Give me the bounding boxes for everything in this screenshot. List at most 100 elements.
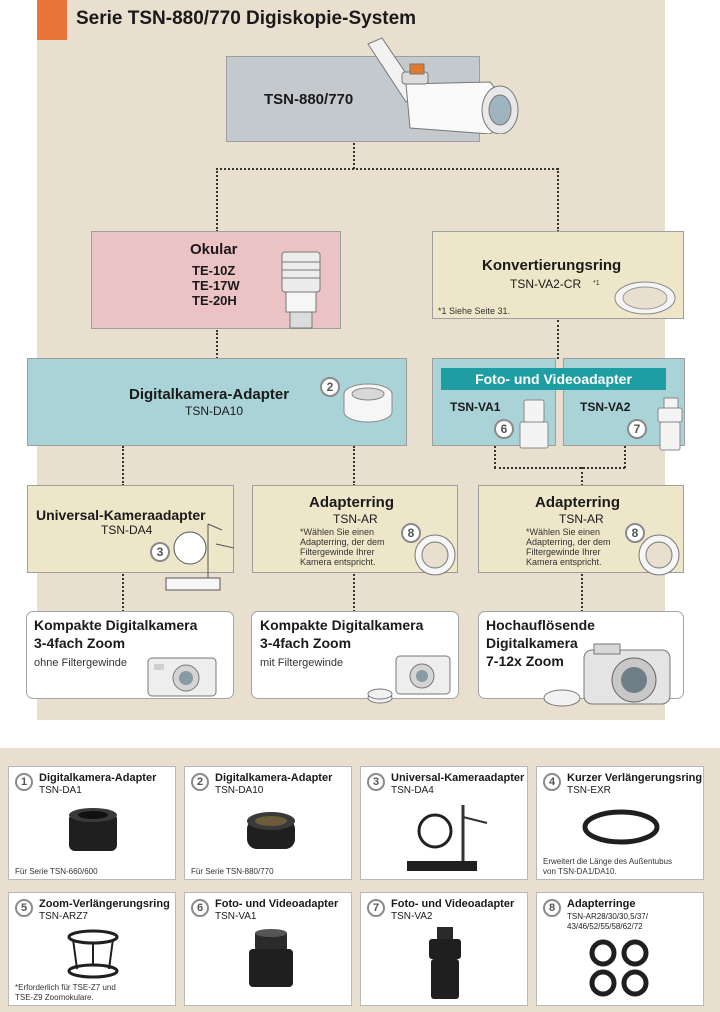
universal-title: Universal-Kameraadapter [36, 507, 206, 523]
conversion-code: TSN-VA2-CR [510, 277, 582, 291]
product-num: 4 [543, 773, 561, 791]
camera3-line3: 7-12x Zoom [486, 653, 564, 669]
product-card-4: 4 Kurzer Verlängerungsring TSN-EXR Erwei… [536, 766, 704, 880]
digital-adapter-code: TSN-DA10 [185, 404, 244, 418]
compact-camera-icon [147, 657, 217, 697]
ring-left-note-1: *Wählen Sie einen [300, 527, 375, 537]
conversion-superscript: *1 [593, 280, 600, 287]
conversion-ring-icon [614, 281, 676, 315]
badge-3: 3 [150, 542, 170, 562]
badge-8-left: 8 [401, 523, 421, 543]
product-note: Für Serie TSN-660/600 [15, 867, 98, 876]
adapter-da10-icon [247, 812, 295, 849]
camera2-sub: mit Filtergewinde [260, 657, 344, 669]
va1-adapter-icon [519, 399, 549, 449]
camera1-line2: 3-4fach Zoom [34, 635, 126, 651]
adapter-da1-icon [69, 808, 117, 851]
eyepiece-title: Okular [190, 241, 238, 258]
video-adapter-va2-icon [429, 927, 461, 999]
ring-right-code: TSN-AR [559, 512, 604, 526]
product-card-7: 7 Foto- und Videoadapter TSN-VA2 [360, 892, 528, 1006]
va2-label: TSN-VA2 [580, 400, 631, 414]
product-code: TSN-DA10 [215, 785, 264, 796]
digital-adapter-da10-icon [343, 383, 393, 423]
digital-adapter-title: Digitalkamera-Adapter [129, 386, 290, 403]
universal-code: TSN-DA4 [101, 523, 153, 537]
highres-camera-icon [543, 643, 671, 707]
product-card-8: 8 Adapterringe TSN-AR28/30/30,5/37/ 43/4… [536, 892, 704, 1006]
product-title: Digitalkamera-Adapter [39, 772, 157, 784]
eyepiece-model-3: TE-20H [192, 293, 237, 308]
product-title: Kurzer Verlängerungsring [567, 772, 703, 784]
product-num: 1 [15, 773, 33, 791]
ring-right-note-4: Kamera entspricht. [526, 557, 602, 567]
product-num: 2 [191, 773, 209, 791]
product-code: TSN-DA1 [39, 785, 82, 796]
product-card-1: 1 Digitalkamera-Adapter TSN-DA1 Für Seri… [8, 766, 176, 880]
product-code: TSN-DA4 [391, 785, 434, 796]
camera2-line2: 3-4fach Zoom [260, 635, 352, 651]
zoom-ring-icon [67, 929, 119, 979]
product-note-1: Erweitert die Länge des Außentubus [543, 857, 672, 866]
adapter-rings-icon [589, 939, 649, 997]
product-num: 8 [543, 899, 561, 917]
ring-left-note-4: Kamera entspricht. [300, 557, 376, 567]
video-adapter-header: Foto- und Videoadapter [441, 368, 666, 390]
product-code: TSN-ARZ7 [39, 911, 88, 922]
product-code: TSN-VA1 [215, 911, 257, 922]
product-card-3: 3 Universal-Kameraadapter TSN-DA4 [360, 766, 528, 880]
product-note-2: TSE-Z9 Zoomokulare. [15, 993, 94, 1002]
product-code: TSN-EXR [567, 785, 611, 796]
compact-camera-thread-icon [367, 655, 451, 704]
ring-left-note-2: Adapterring, der dem [300, 537, 385, 547]
title-accent [37, 0, 67, 40]
camera1-sub: ohne Filtergewinde [34, 657, 127, 669]
product-title: Universal-Kameraadapter [391, 772, 525, 784]
product-code-2: 43/46/52/55/58/62/72 [567, 922, 643, 931]
badge-7: 7 [627, 419, 647, 439]
badge-8-right: 8 [625, 523, 645, 543]
universal-adapter-icon [407, 805, 488, 871]
ring-right-note-2: Adapterring, der dem [526, 537, 611, 547]
scope-label: TSN-880/770 [264, 91, 354, 108]
badge-2: 2 [320, 377, 340, 397]
product-note: Für Serie TSN-880/770 [191, 867, 274, 876]
universal-adapter-icon [165, 523, 235, 591]
product-num: 6 [191, 899, 209, 917]
product-title: Digitalkamera-Adapter [215, 772, 333, 784]
extension-ring-icon [582, 809, 660, 845]
page-title: Serie TSN-880/770 Digiskopie-System [76, 8, 417, 29]
eyepiece-model-2: TE-17W [192, 278, 240, 293]
product-code: TSN-AR28/30/30,5/37/ [567, 912, 648, 921]
ring-left-title: Adapterring [309, 494, 395, 511]
camera2-line1: Kompakte Digitalkamera [260, 617, 424, 633]
va1-label: TSN-VA1 [450, 400, 501, 414]
ring-right-note-1: *Wählen Sie einen [526, 527, 601, 537]
ring-right-note-3: Filtergewinde Ihrer [526, 547, 601, 557]
camera3-line2: Digitalkamera [486, 635, 578, 651]
ring-left-code: TSN-AR [333, 512, 378, 526]
ring-right-title: Adapterring [535, 494, 621, 511]
title-bar [37, 0, 665, 40]
video-adapter-va1-icon [249, 929, 293, 987]
product-title: Adapterringe [567, 898, 636, 910]
product-num: 7 [367, 899, 385, 917]
product-num: 3 [367, 773, 385, 791]
badge-6: 6 [494, 419, 514, 439]
conversion-title: Konvertierungsring [482, 257, 622, 274]
product-card-6: 6 Foto- und Videoadapter TSN-VA1 [184, 892, 352, 1006]
conversion-note: *1 Siehe Seite 31. [438, 306, 511, 316]
product-num: 5 [15, 899, 33, 917]
adapter-ring-right-icon [638, 534, 680, 576]
product-title: Foto- und Videoadapter [391, 898, 515, 910]
camera3-line1: Hochauflösende [486, 617, 595, 633]
camera1-line1: Kompakte Digitalkamera [34, 617, 198, 633]
eyepiece-icon [281, 251, 321, 329]
product-note-2: von TSN-DA1/DA10. [543, 867, 617, 876]
eyepiece-model-1: TE-10Z [192, 263, 236, 278]
product-card-2: 2 Digitalkamera-Adapter TSN-DA10 Für Ser… [184, 766, 352, 880]
va2-adapter-icon [657, 397, 683, 451]
product-card-5: 5 Zoom-Verlängerungsring TSN-ARZ7 *Erfor… [8, 892, 176, 1006]
ring-left-note-3: Filtergewinde Ihrer [300, 547, 375, 557]
adapter-ring-left-icon [414, 534, 456, 576]
